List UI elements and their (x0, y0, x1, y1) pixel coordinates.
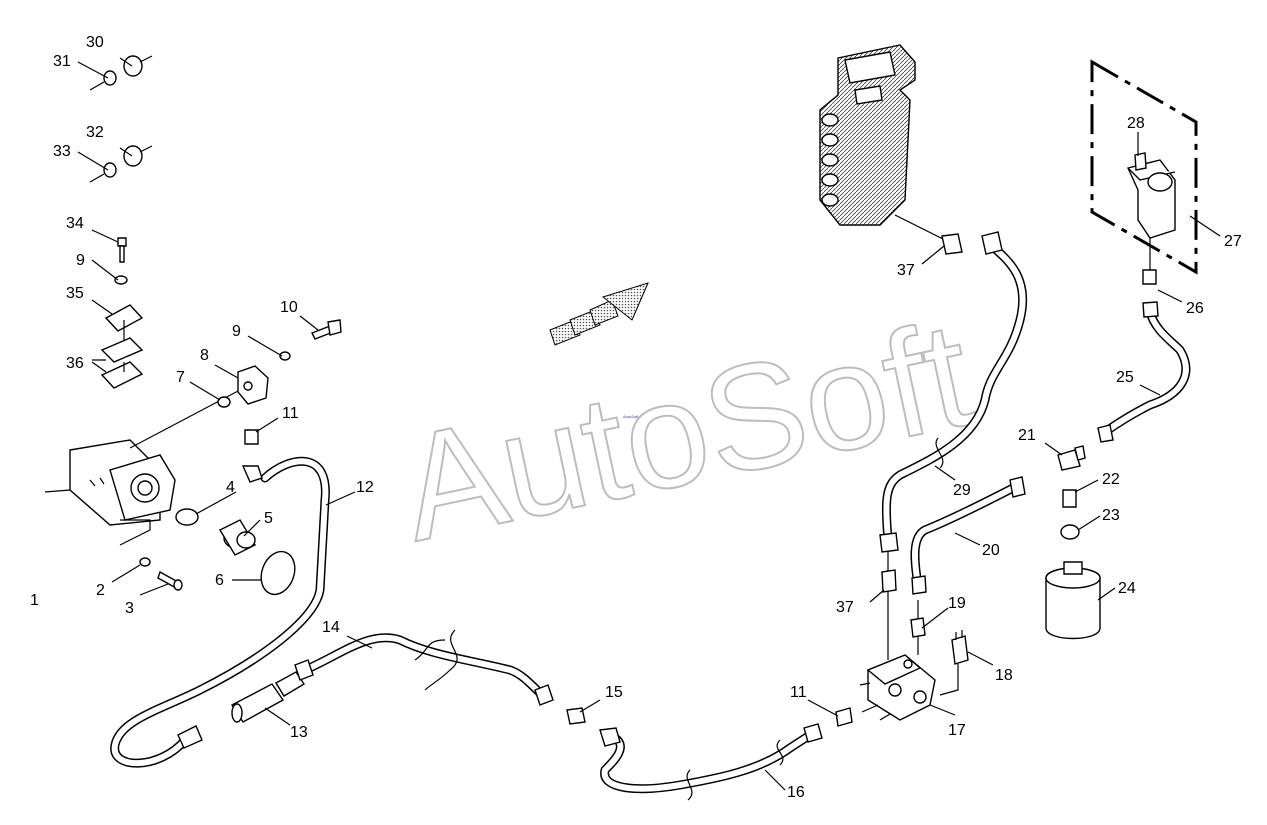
label-22: 22 (1102, 471, 1120, 488)
washer-2 (139, 557, 151, 567)
watermark: AutoSoft AutoSoft (386, 288, 986, 574)
clamp-36 (100, 320, 144, 389)
nut-29-upper (981, 231, 1003, 255)
tube-14 (300, 633, 550, 702)
plate-35 (104, 304, 144, 332)
nut-16a (599, 727, 621, 747)
svg-text:AutoSoft: AutoSoft (623, 414, 639, 419)
o-ring-4 (175, 508, 199, 526)
fitting-37-lower (881, 569, 897, 593)
label-29: 29 (953, 482, 971, 499)
tube-20 (910, 482, 1020, 590)
frame-27 (1090, 59, 1198, 275)
label-24: 24 (1118, 580, 1136, 597)
washer-9-lower (114, 275, 128, 285)
label-4: 4 (226, 479, 235, 496)
svg-text:AutoSoft: AutoSoft (387, 289, 985, 573)
nut-25 (1142, 301, 1159, 318)
label-34: 34 (66, 215, 84, 232)
label-33: 33 (53, 143, 71, 160)
nut-20 (911, 575, 927, 595)
nut-14 (294, 659, 314, 681)
label-37-upper: 37 (897, 262, 915, 279)
block-8 (237, 365, 269, 405)
nut-14b (534, 684, 554, 706)
label-5: 5 (264, 510, 273, 527)
nut-32 (123, 145, 153, 167)
label-13: 13 (290, 724, 308, 741)
label-1: 1 (30, 592, 39, 609)
label-23: 23 (1102, 507, 1120, 524)
fitting-26 (1142, 269, 1157, 285)
label-20: 20 (982, 542, 1000, 559)
label-36: 36 (66, 355, 84, 372)
leader-lines (77, 57, 1221, 791)
callout-labels: 1 2 3 4 5 6 7 8 9 9 10 11 11 12 13 14 15… (30, 34, 1242, 801)
label-2: 2 (96, 582, 105, 599)
label-12: 12 (356, 479, 374, 496)
screw-10 (311, 319, 342, 340)
label-27: 27 (1224, 233, 1242, 250)
label-19: 19 (948, 595, 966, 612)
fitting-22 (1062, 489, 1077, 508)
tube-25 (1100, 307, 1191, 437)
nut-16b (803, 723, 823, 743)
label-21: 21 (1018, 427, 1036, 444)
label-17: 17 (948, 722, 966, 739)
label-31: 31 (53, 53, 71, 70)
plug-31 (89, 70, 117, 91)
nut-29 (879, 532, 899, 553)
o-ring-6 (260, 550, 296, 596)
hydraulic-pump (44, 389, 241, 546)
label-14: 14 (322, 619, 340, 636)
label-28: 28 (1127, 115, 1145, 132)
label-3: 3 (125, 600, 134, 617)
accumulator-24 (1045, 561, 1101, 640)
tube-16 (600, 730, 815, 794)
label-26: 26 (1186, 300, 1204, 317)
fitting-11-upper (241, 429, 263, 483)
label-10: 10 (280, 299, 298, 316)
label-9-upper: 9 (232, 323, 241, 340)
label-25: 25 (1116, 369, 1134, 386)
tee-21 (1057, 424, 1114, 471)
control-valve-bank (819, 44, 946, 241)
washer-23 (1060, 524, 1080, 540)
plug-33 (89, 162, 117, 183)
solenoid-valve-28 (1127, 152, 1176, 270)
washer-9-upper (279, 351, 291, 361)
fitting-11-lower (835, 707, 853, 727)
label-11-upper: 11 (282, 405, 299, 422)
filter-13 (177, 671, 305, 749)
nut-20b (1009, 476, 1026, 498)
label-6: 6 (215, 572, 224, 589)
label-7: 7 (176, 369, 185, 386)
label-11-lower: 11 (790, 684, 807, 701)
label-9-lower: 9 (76, 252, 85, 269)
pressure-switch-18 (939, 630, 969, 696)
label-30: 30 (86, 34, 104, 51)
label-16: 16 (787, 784, 805, 801)
label-35: 35 (66, 285, 84, 302)
screw-3 (157, 570, 183, 591)
break-marks (414, 437, 944, 801)
label-8: 8 (200, 347, 209, 364)
screw-34 (117, 237, 127, 263)
o-ring-7 (217, 396, 231, 408)
fitting-19 (910, 617, 926, 638)
tube-12 (110, 456, 330, 768)
adapter-5 (219, 519, 256, 556)
label-18: 18 (995, 667, 1013, 684)
nut-30 (123, 55, 153, 77)
fitting-37-upper (941, 233, 963, 255)
label-15: 15 (605, 684, 623, 701)
direction-arrow-icon (549, 282, 649, 346)
label-37-lower: 37 (836, 599, 854, 616)
label-32: 32 (86, 124, 104, 141)
tube-29 (881, 240, 1028, 545)
